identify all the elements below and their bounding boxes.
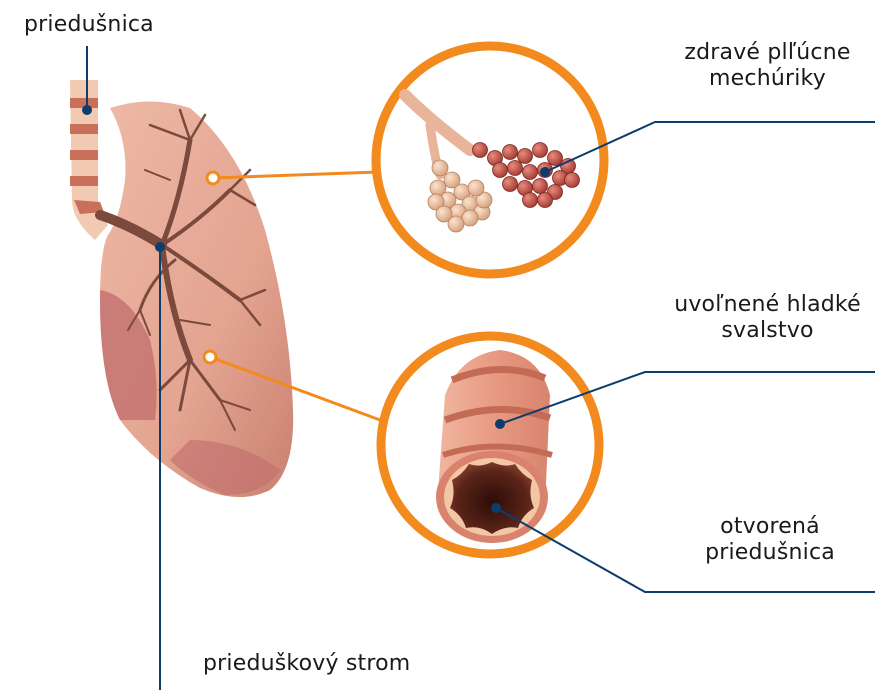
alveolus <box>468 180 484 196</box>
label-bronchial-tree: prieduškový strom <box>203 651 410 677</box>
alveolus <box>548 151 563 166</box>
label-relaxed-muscle-line1: uvoľnené hladké <box>660 292 875 318</box>
label-healthy-alveoli-line1: zdravé plľúcne <box>660 40 875 66</box>
label-trachea: priedušnica <box>24 12 154 38</box>
alveolus <box>523 193 538 208</box>
label-healthy-alveoli: zdravé plľúcne mechúriky <box>660 40 875 92</box>
alveolus <box>508 161 523 176</box>
label-relaxed-muscle-line2: svalstvo <box>660 318 875 344</box>
alveolus <box>518 149 533 164</box>
label-open-bronchus: otvorená priedušnica <box>680 514 860 566</box>
alveolus <box>448 216 464 232</box>
alveolus <box>473 143 488 158</box>
bronchus-callout <box>381 336 599 554</box>
alveolus <box>503 145 518 160</box>
alveolus <box>432 160 448 176</box>
label-open-bronchus-line2: priedušnica <box>680 540 860 566</box>
label-healthy-alveoli-line2: mechúriky <box>660 66 875 92</box>
alveolus <box>533 179 548 194</box>
alveolus <box>503 177 518 192</box>
alveolus <box>533 143 548 158</box>
label-relaxed-muscle: uvoľnené hladké svalstvo <box>660 292 875 344</box>
alveolus <box>565 173 580 188</box>
label-open-bronchus-line1: otvorená <box>680 514 860 540</box>
alveolus <box>523 165 538 180</box>
lung-illustration <box>100 102 293 498</box>
alveolus <box>462 210 478 226</box>
alveolus <box>493 163 508 178</box>
alveolus <box>538 193 553 208</box>
